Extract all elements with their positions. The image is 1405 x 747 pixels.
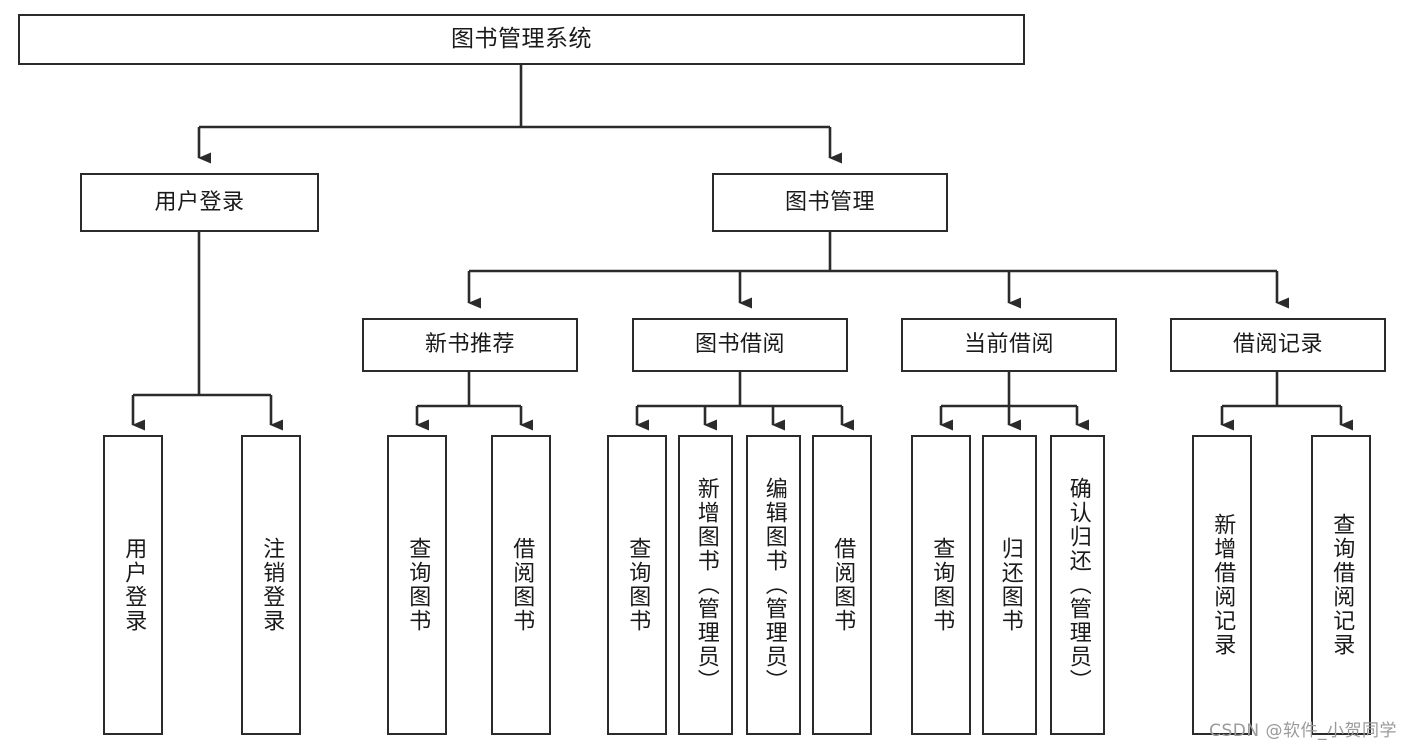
- node-label: 当前借阅: [963, 332, 1054, 358]
- leaf-new-book-query-book[interactable]: 查询图书: [387, 435, 447, 735]
- node-label: 查询借阅记录: [1329, 513, 1355, 657]
- node-label: 查询图书: [929, 537, 955, 633]
- node-label: 查询图书: [625, 537, 651, 633]
- node-borrow-record[interactable]: 借阅记录: [1170, 318, 1386, 372]
- node-label: 新增图书（管理员）: [693, 477, 719, 693]
- leaf-book-borrow-add-book-admin[interactable]: 新增图书（管理员）: [678, 435, 733, 735]
- node-new-book-recommend[interactable]: 新书推荐: [362, 318, 578, 372]
- node-label: 确认归还（管理员）: [1065, 477, 1091, 693]
- node-root-book-management-system[interactable]: 图书管理系统: [18, 14, 1025, 65]
- node-label: 借阅记录: [1232, 332, 1323, 358]
- leaf-borrow-record-query-record[interactable]: 查询借阅记录: [1311, 435, 1371, 735]
- leaf-user-login-logout[interactable]: 注销登录: [241, 435, 301, 735]
- leaf-current-borrow-query-book[interactable]: 查询图书: [911, 435, 971, 735]
- node-book-management[interactable]: 图书管理: [712, 173, 948, 232]
- leaf-current-borrow-return-book[interactable]: 归还图书: [982, 435, 1037, 735]
- leaf-book-borrow-borrow-book[interactable]: 借阅图书: [812, 435, 872, 735]
- leaf-current-borrow-confirm-return-admin[interactable]: 确认归还（管理员）: [1050, 435, 1105, 735]
- node-book-borrow[interactable]: 图书借阅: [632, 318, 848, 372]
- node-label: 用户登录: [121, 537, 147, 633]
- leaf-borrow-record-add-record[interactable]: 新增借阅记录: [1192, 435, 1252, 735]
- node-user-login[interactable]: 用户登录: [80, 173, 319, 232]
- watermark-text: CSDN @软件_小贺同学: [1209, 721, 1397, 741]
- node-label: 注销登录: [259, 537, 285, 633]
- leaf-book-borrow-query-book[interactable]: 查询图书: [607, 435, 667, 735]
- node-label: 新书推荐: [424, 332, 515, 358]
- leaf-book-borrow-edit-book-admin[interactable]: 编辑图书（管理员）: [746, 435, 801, 735]
- leaf-user-login-login[interactable]: 用户登录: [103, 435, 163, 735]
- node-label: 查询图书: [405, 537, 431, 633]
- node-label: 图书管理系统: [451, 25, 592, 52]
- leaf-new-book-borrow-book[interactable]: 借阅图书: [491, 435, 551, 735]
- node-label: 借阅图书: [509, 537, 535, 633]
- node-label: 新增借阅记录: [1210, 513, 1236, 657]
- node-label: 图书借阅: [694, 332, 785, 358]
- node-label: 借阅图书: [830, 537, 856, 633]
- node-label: 图书管理: [784, 189, 875, 215]
- node-label: 归还图书: [997, 537, 1023, 633]
- node-label: 编辑图书（管理员）: [761, 477, 787, 693]
- node-current-borrow[interactable]: 当前借阅: [901, 318, 1117, 372]
- node-label: 用户登录: [154, 189, 245, 215]
